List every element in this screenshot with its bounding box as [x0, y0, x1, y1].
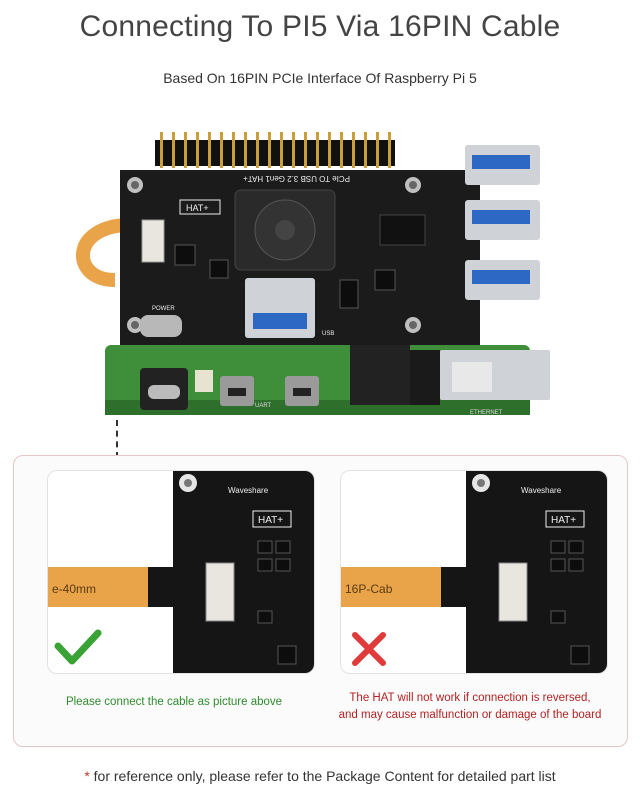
- svg-text:HAT+: HAT+: [551, 515, 576, 526]
- ffc-ribbon-cable: [75, 218, 131, 287]
- svg-text:HAT+: HAT+: [258, 515, 283, 526]
- svg-text:HAT+: HAT+: [186, 203, 209, 213]
- gpio-pin: [232, 144, 235, 168]
- incorrect-caption: The HAT will not work if connection is r…: [330, 690, 610, 724]
- gpio-pin: [292, 144, 295, 168]
- usb-a-stack: [465, 145, 540, 300]
- gpio-pin: [280, 144, 283, 168]
- svg-text:POWER: POWER: [152, 306, 175, 312]
- gpio-pin: [328, 144, 331, 168]
- connection-comparison-panel: HAT+ Waveshare e-40mm HAT+ Waveshare: [13, 455, 628, 747]
- gpio-pin: [160, 144, 163, 168]
- ribbon-label: e-40mm: [52, 582, 96, 596]
- gpio-pin: [220, 144, 223, 168]
- ffc-connector: [141, 219, 165, 263]
- svg-text:UART: UART: [255, 403, 272, 409]
- gpio-pin: [316, 144, 319, 168]
- correct-connection-card: HAT+ Waveshare e-40mm: [47, 470, 315, 674]
- page-subtitle: Based On 16PIN PCIe Interface Of Raspber…: [163, 70, 477, 86]
- correct-connection-illustration: HAT+ Waveshare e-40mm: [48, 471, 314, 673]
- gpio-pin: [364, 144, 367, 168]
- ribbon-label: 16P-Cab: [345, 582, 393, 596]
- gpio-pin: [208, 144, 211, 168]
- svg-text:ETHERNET: ETHERNET: [470, 410, 503, 416]
- hat-usbc-port: [140, 315, 182, 337]
- gpio-pin: [196, 144, 199, 168]
- gpio-header: [155, 140, 395, 166]
- gpio-pin: [244, 144, 247, 168]
- gpio-pin: [256, 144, 259, 168]
- gpio-pins: [160, 132, 391, 168]
- gpio-pin: [340, 144, 343, 168]
- gpio-pin: [172, 144, 175, 168]
- gpio-pin: [184, 144, 187, 168]
- footnote-text: for reference only, please refer to the …: [93, 768, 556, 784]
- svg-text:Waveshare: Waveshare: [521, 486, 562, 495]
- footnote: * for reference only, please refer to th…: [0, 768, 640, 784]
- gpio-pin: [388, 144, 391, 168]
- leader-line: [116, 420, 118, 458]
- gpio-pin: [352, 144, 355, 168]
- svg-text:Waveshare: Waveshare: [228, 486, 269, 495]
- check-icon: [54, 629, 102, 665]
- incorrect-caption-line-1: The HAT will not work if connection is r…: [349, 692, 591, 704]
- gpio-pin: [376, 144, 379, 168]
- correct-caption: Please connect the cable as picture abov…: [65, 696, 283, 708]
- incorrect-connection-card: HAT+ Waveshare 16P-Cab: [340, 470, 608, 674]
- svg-text:USB: USB: [322, 331, 334, 337]
- incorrect-caption-line-2: and may cause malfunction or damage of t…: [338, 709, 602, 721]
- cross-icon: [352, 632, 386, 666]
- incorrect-connection-illustration: HAT+ Waveshare 16P-Cab: [341, 471, 607, 673]
- hat-silkscreen-title: PCIe TO USB 3.2 Gen1 HAT+: [243, 174, 350, 183]
- gpio-pin: [304, 144, 307, 168]
- page-title: Connecting To PI5 Via 16PIN Cable: [79, 10, 561, 43]
- footnote-star: *: [84, 768, 90, 784]
- hat-on-pi5-illustration: UART ETHERNET PCIe TO USB 3.2 Gen1 HAT+ …: [75, 132, 550, 416]
- gpio-pin: [268, 144, 271, 168]
